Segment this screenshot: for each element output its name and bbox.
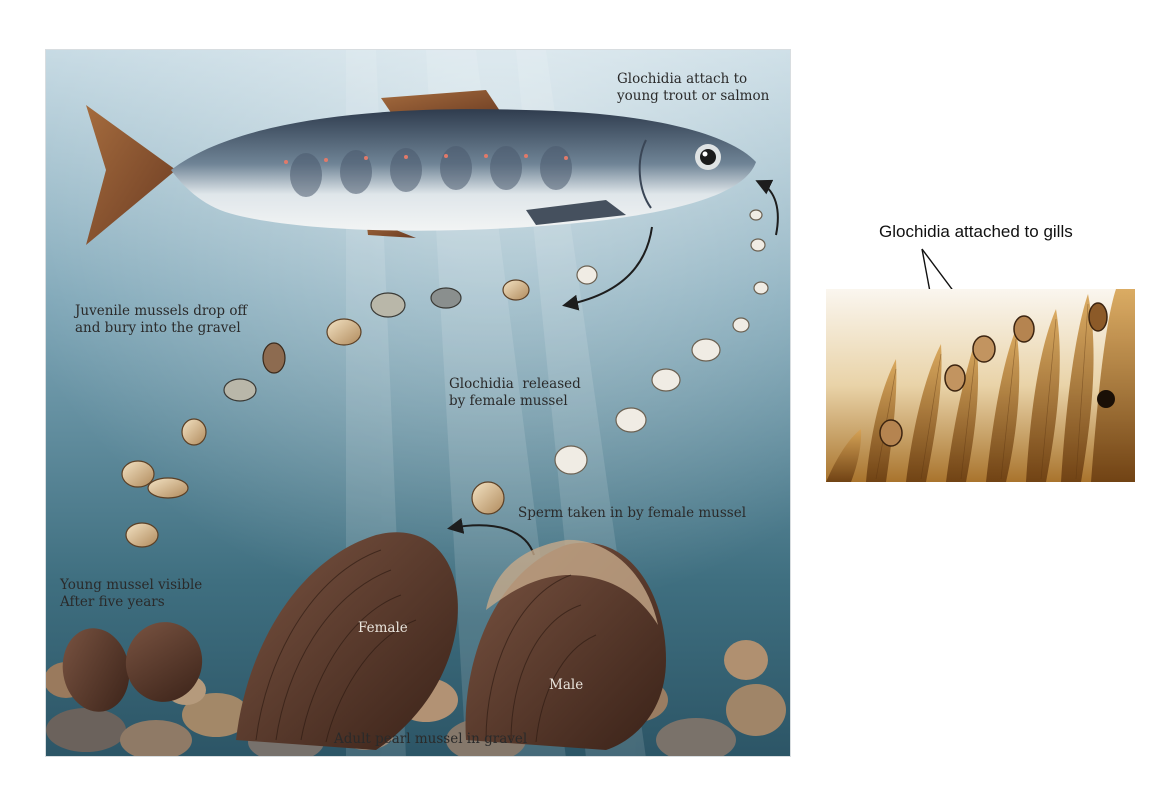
lifecycle-scene	[46, 50, 790, 756]
young-mussels	[62, 622, 203, 712]
gill-micrograph	[826, 289, 1135, 482]
lifecycle-illustration: Glochidia attach to young trout or salmo…	[45, 49, 791, 757]
glochidia-released	[471, 209, 769, 515]
label-glochidia-released: Glochidia released by female mussel	[449, 376, 581, 409]
label-male: Male	[549, 677, 584, 693]
female-mussel	[236, 532, 458, 750]
attach-arrow	[755, 179, 779, 236]
glochidia-cysts	[879, 302, 1108, 447]
sperm-arrow	[447, 518, 535, 556]
label-sperm-taken: Sperm taken in by female mussel	[518, 505, 747, 521]
label-adult-pearl-mussel: Adult pearl mussel in gravel	[334, 731, 528, 747]
trout-fish	[86, 90, 756, 245]
drop-arrow	[562, 226, 653, 311]
label-young-mussel: Young mussel visible After five years	[60, 577, 203, 610]
male-mussel	[465, 539, 666, 750]
label-juvenile-drop: Juvenile mussels drop off and bury into …	[75, 303, 248, 336]
label-glochidia-attach: Glochidia attach to young trout or salmo…	[617, 71, 770, 104]
juvenile-mussels	[121, 279, 530, 548]
inset-caption: Glochidia attached to gills	[879, 222, 1073, 241]
label-female: Female	[358, 620, 408, 636]
gill-photo	[826, 289, 1135, 482]
